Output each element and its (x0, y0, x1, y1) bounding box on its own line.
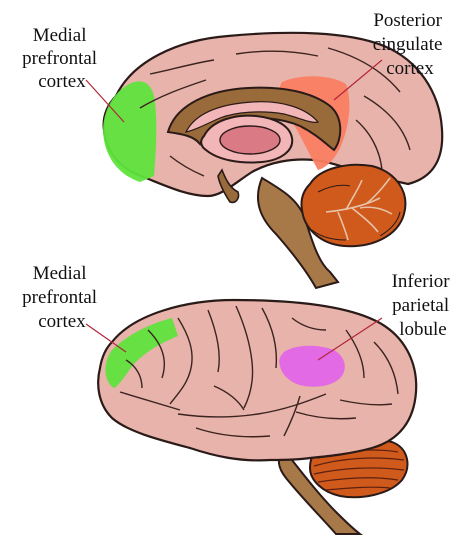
ipl-highlight (279, 345, 345, 387)
mpfc-leader-line-bottom (85, 323, 127, 353)
brainstem-lateral (278, 448, 363, 535)
cerebellum-lateral-folia (313, 449, 405, 491)
pcc-label: Posterior cingulate cortex (373, 10, 447, 79)
thalamus-core (219, 125, 281, 155)
lateral-sulci (119, 305, 399, 438)
mpfc-label-bottom: Medial prefrontal cortex (22, 263, 102, 332)
mpfc-leader-line-top (85, 79, 125, 123)
pituitary (217, 168, 240, 204)
sagittal-sulci (139, 47, 411, 177)
lateral-brain-view: Medial prefrontal cortex Inferior pariet… (22, 263, 455, 535)
cerebellum-folia (311, 184, 401, 241)
ipl-label: Inferior parietal lobule (392, 271, 455, 340)
ventricle-band (184, 101, 320, 133)
mpfc-highlight-sagittal (103, 81, 157, 182)
ipl-leader-line (317, 317, 383, 361)
mpfc-highlight-lateral (105, 318, 178, 388)
brainstem (257, 176, 340, 290)
cerebellum-sagittal (300, 163, 407, 248)
cerebrum-lateral-surface (97, 298, 418, 462)
mpfc-label-top: Medial prefrontal cortex (22, 25, 102, 92)
pcc-leader-line (333, 59, 383, 101)
arbor-vitae (325, 177, 393, 241)
sagittal-brain-view: Medial prefrontal cortex Posterior cingu… (22, 10, 447, 290)
